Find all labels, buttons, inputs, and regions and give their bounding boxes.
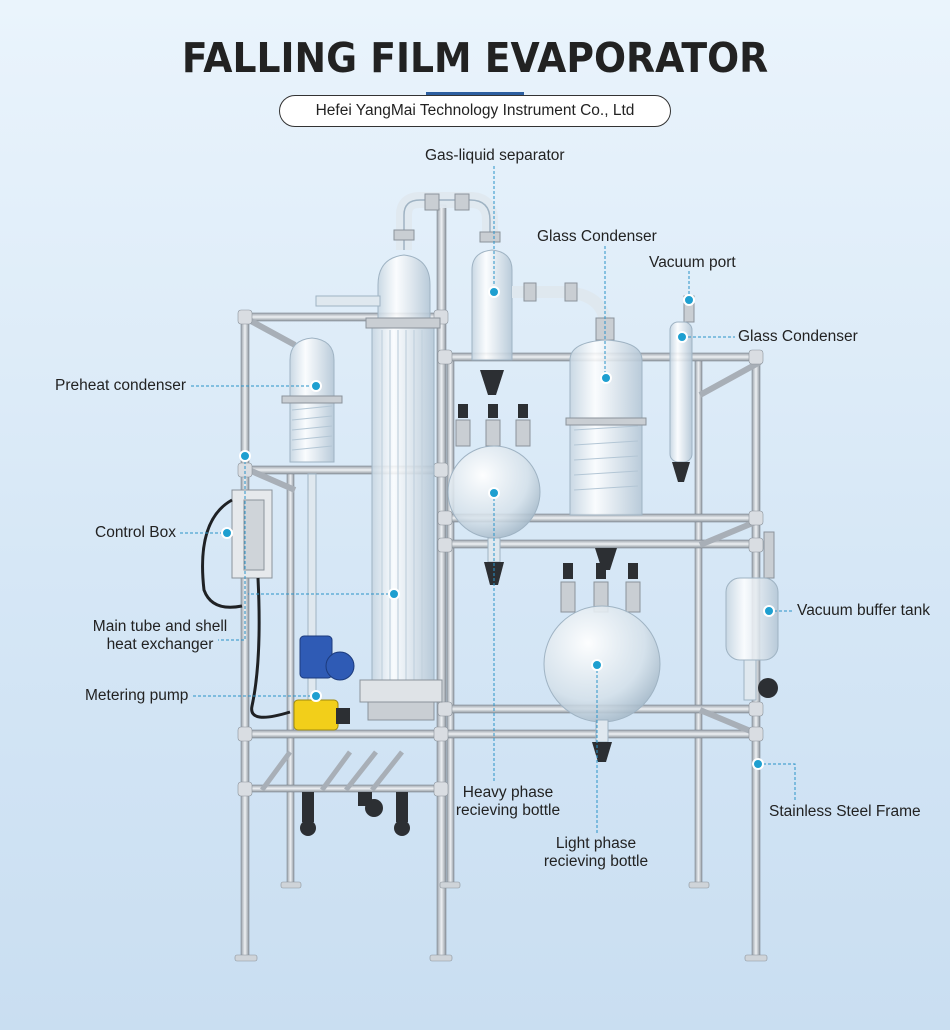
callout-dot-vacuum-buffer-tank: [763, 605, 775, 617]
gas-liquid-separator-pipe: [393, 192, 501, 250]
stainless-steel-frame: [234, 204, 768, 962]
label-vacuum-port: Vacuum port: [649, 254, 736, 271]
callout-dot-main-tube: [388, 588, 400, 600]
callout-dot-control-box: [221, 527, 233, 539]
preheat-condenser: [281, 337, 343, 720]
title-underline: [426, 92, 524, 96]
label-control-box: Control Box: [95, 524, 176, 541]
callout-dot-glass-condenser-top: [600, 372, 612, 384]
gas-liquid-separator: [471, 249, 611, 395]
label-main-tube-line2: heat exchanger: [106, 636, 214, 653]
company-name-badge: Hefei YangMai Technology Instrument Co.,…: [279, 95, 671, 127]
label-metering-pump: Metering pump: [85, 687, 189, 704]
label-light-phase-line2: recieving bottle: [543, 853, 649, 870]
callout-dot-gas-liquid-separator: [488, 286, 500, 298]
callout-dot-glass-condenser-right: [676, 331, 688, 343]
bottom-pipes: [259, 750, 404, 792]
label-vacuum-buffer-tank: Vacuum buffer tank: [797, 602, 930, 619]
main-tube-dome: [315, 254, 431, 319]
label-glass-condenser-right: Glass Condenser: [738, 328, 858, 345]
callout-dot-stainless-frame: [752, 758, 764, 770]
main-tube-heat-exchanger: [359, 317, 443, 721]
callout-dot-metering-pump: [310, 690, 322, 702]
callout-dots: [221, 286, 775, 770]
callout-dot-frame-left: [239, 450, 251, 462]
label-preheat-condenser: Preheat condenser: [55, 377, 186, 394]
control-box: [201, 489, 291, 719]
glass-condenser-small: [669, 295, 695, 482]
callout-dot-light-phase: [591, 659, 603, 671]
metering-pump: [293, 635, 355, 731]
label-heavy-phase-line2: recieving bottle: [455, 802, 561, 819]
callout-dot-vacuum-port: [683, 294, 695, 306]
callout-dot-heavy-phase: [488, 487, 500, 499]
vacuum-buffer-tank: [725, 531, 779, 701]
label-heavy-phase-line1: Heavy phase: [462, 784, 554, 801]
label-light-phase-line1: Light phase: [555, 835, 637, 852]
label-gas-liquid-separator: Gas-liquid separator: [425, 147, 565, 164]
bottom-valves: [300, 792, 410, 836]
label-main-tube-line1: Main tube and shell: [92, 618, 228, 635]
glass-condenser-main: [565, 317, 647, 570]
callout-dot-preheat-condenser: [310, 380, 322, 392]
callout-leaders: [180, 166, 796, 834]
page-title: FALLING FILM EVAPORATOR: [181, 34, 769, 82]
label-stainless-steel-frame: Stainless Steel Frame: [769, 803, 921, 820]
label-glass-condenser-top: Glass Condenser: [537, 228, 657, 245]
